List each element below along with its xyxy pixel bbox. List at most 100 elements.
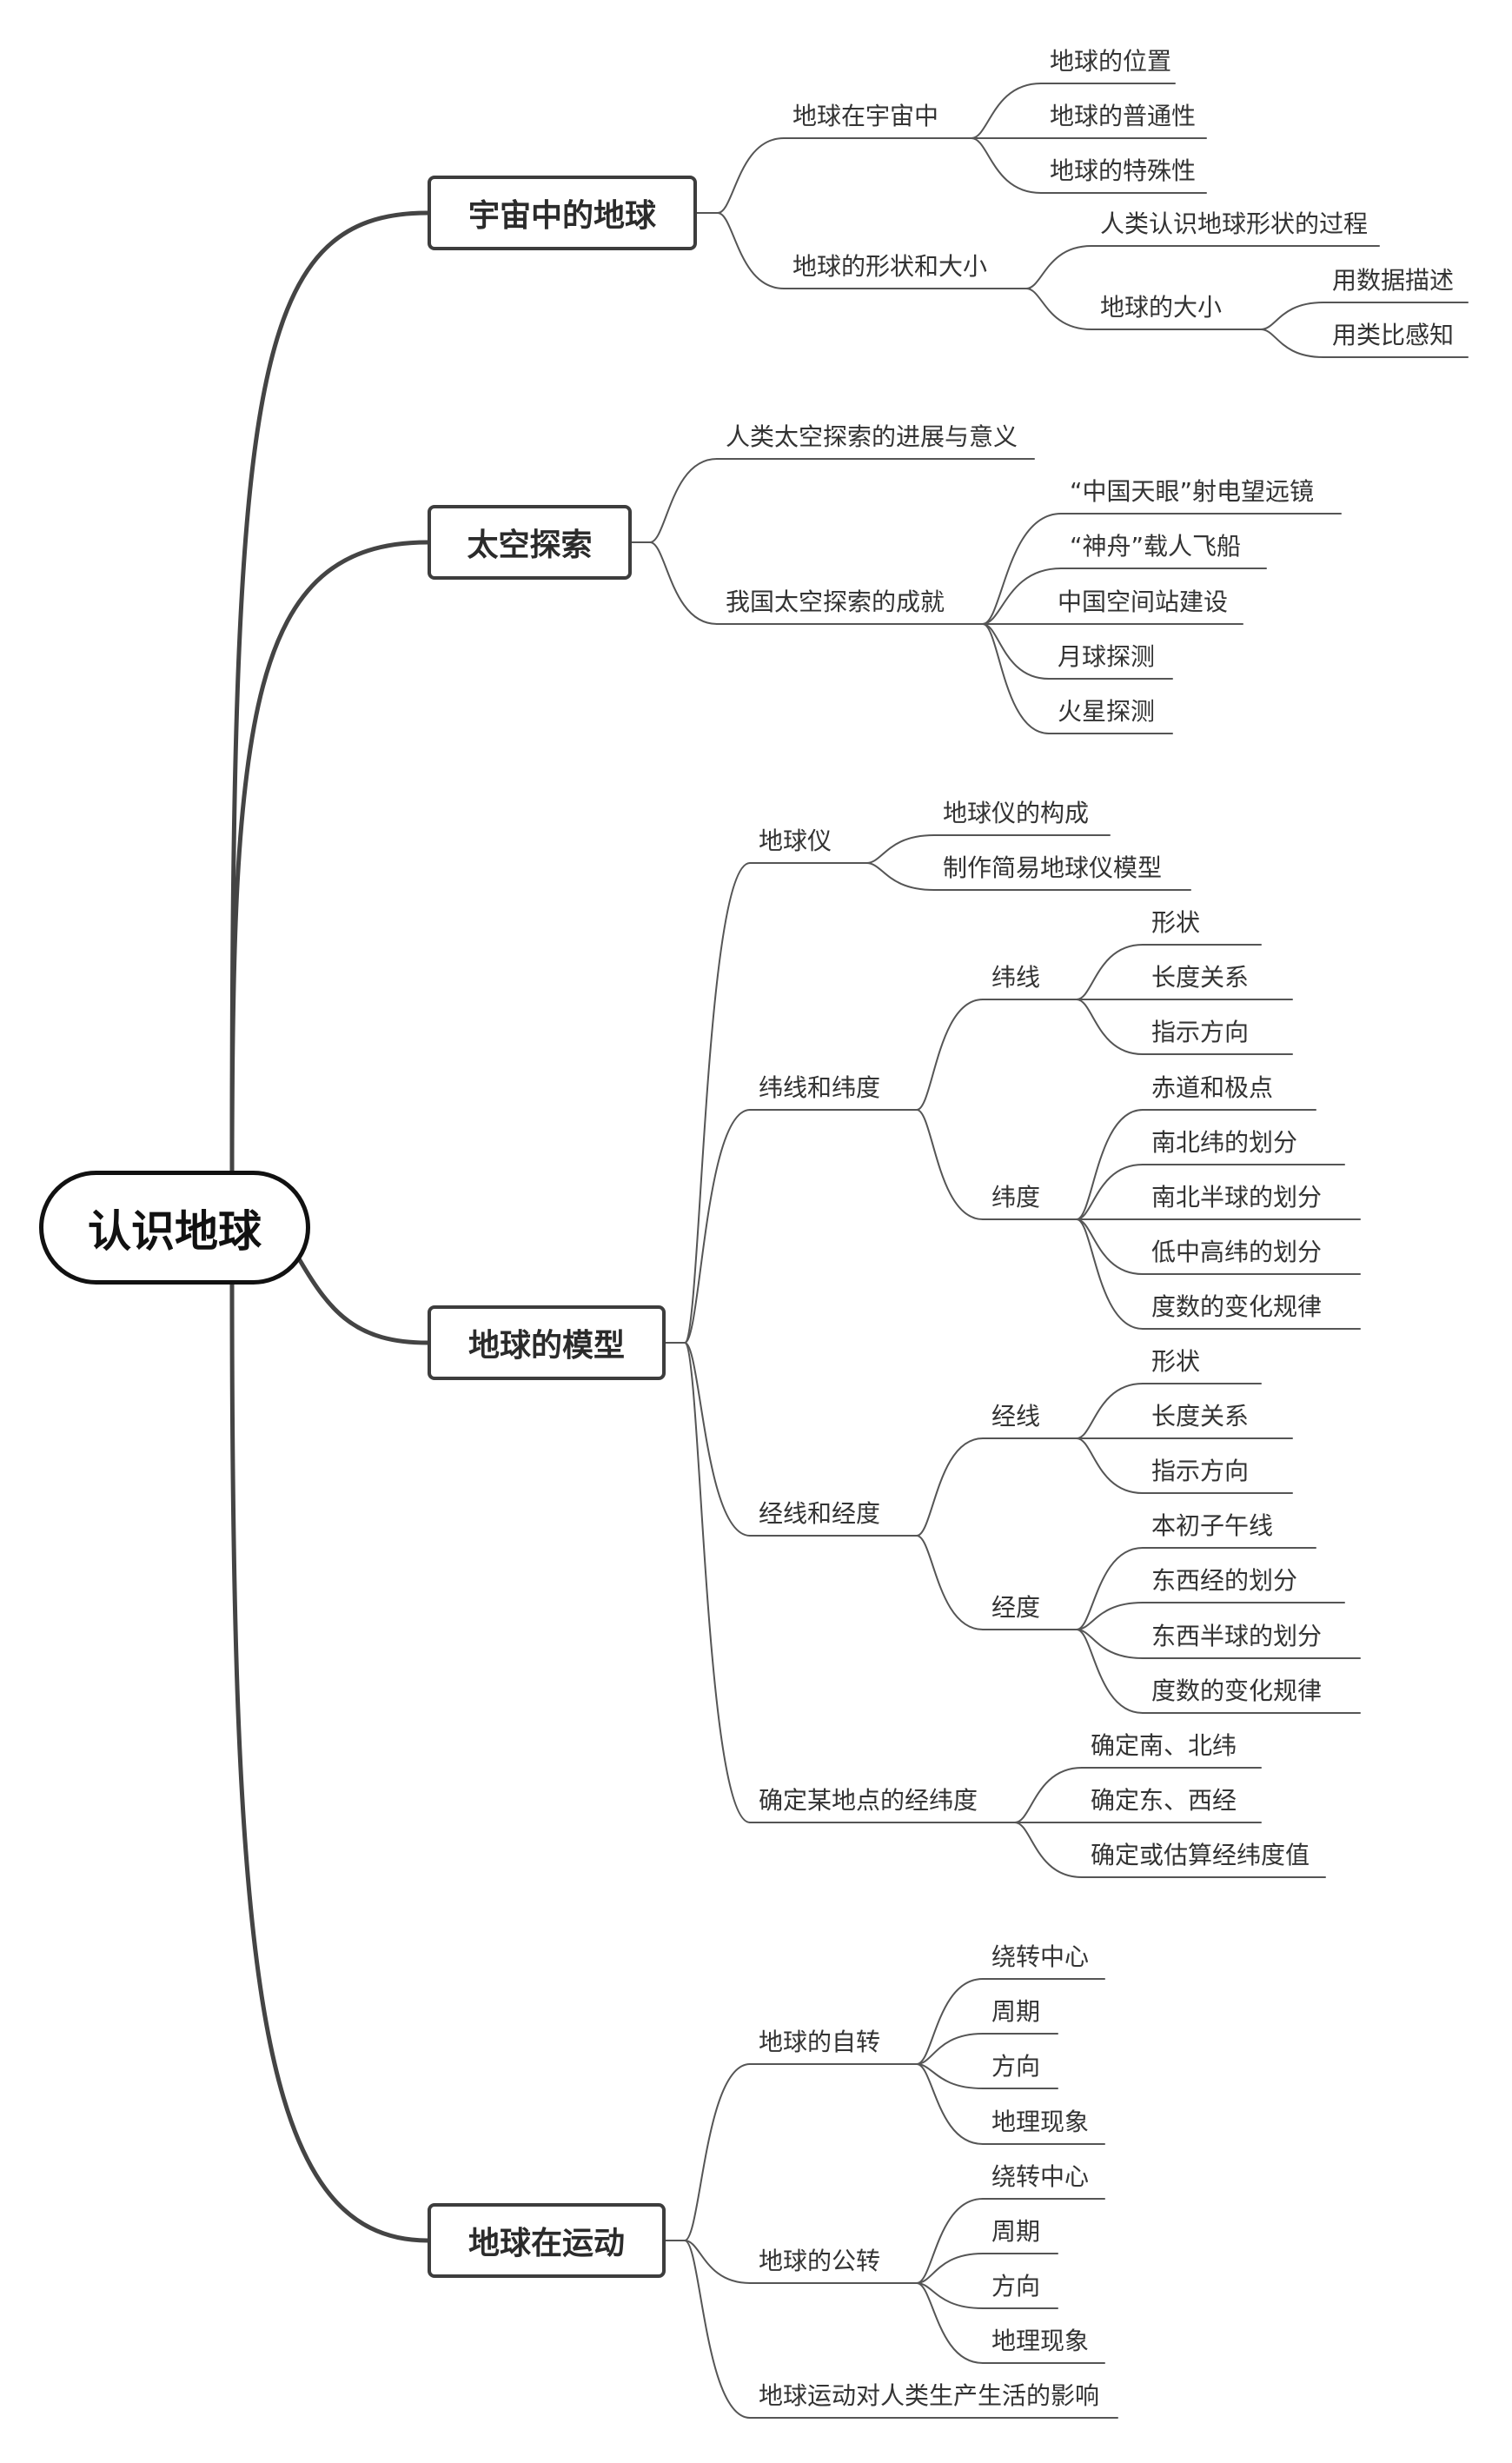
topic-universe-earth[interactable]: 宇宙中的地球 [428, 176, 697, 250]
branch-curve [1260, 302, 1324, 330]
node-level-4[interactable]: 南北半球的划分 [1151, 1183, 1323, 1212]
branch-curve [1076, 999, 1144, 1055]
node-level-2[interactable]: 地球运动对人类生产生活的影响 [759, 2381, 1100, 2410]
node-level-2[interactable]: 经线和经度 [759, 1499, 881, 1528]
branch-curve [1076, 1218, 1144, 1275]
node-level-3[interactable]: 确定东、西经 [1091, 1786, 1237, 1815]
node-level-3[interactable]: 绕转中心 [991, 1942, 1090, 1971]
node-level-3[interactable]: 地球仪的构成 [943, 799, 1090, 827]
node-level-2[interactable]: 人类太空探索的进展与意义 [726, 422, 1018, 451]
branch-curve [1025, 288, 1092, 330]
branch-curve [916, 2063, 984, 2145]
node-level-2[interactable]: 地球的自转 [759, 2028, 881, 2056]
branch-curve [684, 2240, 751, 2284]
branch-curve [982, 623, 1050, 734]
node-level-3[interactable]: 月球探测 [1058, 642, 1156, 671]
node-level-2[interactable]: 确定某地点的经纬度 [759, 1786, 978, 1815]
branch-curve [971, 83, 1042, 139]
branch-curve [916, 1109, 984, 1220]
node-level-4[interactable]: 形状 [1151, 1347, 1201, 1376]
topic-space-exploration[interactable]: 太空探索 [428, 505, 632, 580]
branch-curve [1076, 944, 1144, 1000]
node-level-3[interactable]: 地球的大小 [1100, 293, 1223, 322]
node-level-4[interactable]: 本初子午线 [1151, 1511, 1274, 1540]
branch-curve [684, 1342, 751, 1823]
branch-curve [916, 2282, 984, 2309]
node-level-3[interactable]: 人类认识地球形状的过程 [1100, 209, 1369, 238]
node-level-4[interactable]: 低中高纬的划分 [1151, 1238, 1323, 1266]
node-level-3[interactable]: 地球的特殊性 [1050, 156, 1197, 185]
node-level-4[interactable]: 度数的变化规律 [1151, 1292, 1323, 1321]
branch-curve [1076, 1547, 1144, 1630]
node-level-4[interactable]: 用类比感知 [1332, 321, 1455, 349]
node-level-3[interactable]: 纬线 [991, 963, 1041, 992]
branch-curve [1076, 1629, 1144, 1659]
node-level-3[interactable]: 火星探测 [1058, 697, 1156, 726]
node-level-4[interactable]: 东西半球的划分 [1151, 1622, 1323, 1650]
branch-curve [916, 2253, 984, 2284]
root-node[interactable]: 认识地球 [39, 1171, 310, 1285]
node-level-3[interactable]: 中国空间站建设 [1058, 588, 1229, 616]
topic-earth-model[interactable]: 地球的模型 [428, 1305, 666, 1380]
root-connector [229, 210, 430, 1173]
branch-curve [865, 862, 935, 891]
node-level-2[interactable]: 地球仪 [759, 827, 832, 855]
branch-curve [1076, 1218, 1144, 1330]
node-level-2[interactable]: 我国太空探索的成就 [726, 588, 945, 616]
node-level-3[interactable]: 确定南、北纬 [1091, 1731, 1237, 1760]
node-level-3[interactable]: 周期 [991, 2217, 1041, 2246]
node-level-2[interactable]: 地球在宇宙中 [792, 102, 939, 130]
branch-curve [717, 137, 785, 214]
branch-curve [1076, 1109, 1144, 1220]
node-level-4[interactable]: 度数的变化规律 [1151, 1676, 1323, 1705]
node-level-2[interactable]: 地球的形状和大小 [792, 252, 988, 281]
node-level-3[interactable]: 经线 [991, 1402, 1041, 1431]
branch-curve [982, 623, 1050, 680]
node-level-3[interactable]: 地球的普通性 [1050, 102, 1197, 130]
branch-curve [865, 834, 935, 864]
node-level-4[interactable]: 东西经的划分 [1151, 1566, 1298, 1595]
branch-curve [916, 2033, 984, 2065]
node-level-4[interactable]: 指示方向 [1151, 1457, 1250, 1485]
node-level-3[interactable]: 方向 [991, 2272, 1041, 2300]
node-level-2[interactable]: 纬线和纬度 [759, 1073, 881, 1102]
branch-curve [916, 1978, 984, 2065]
topic-earth-motion[interactable]: 地球在运动 [428, 2203, 666, 2278]
branch-curve [1076, 1602, 1144, 1630]
node-level-3[interactable]: 周期 [991, 1997, 1041, 2026]
branch-curve [649, 541, 718, 625]
branch-curve [1076, 1629, 1144, 1714]
branch-curve [684, 1342, 751, 1537]
branch-curve [684, 862, 751, 1344]
node-level-3[interactable]: 制作简易地球仪模型 [943, 853, 1163, 882]
node-level-3[interactable]: 经度 [991, 1593, 1041, 1622]
branch-curve [916, 1535, 984, 1630]
branch-curve [649, 458, 718, 543]
node-level-4[interactable]: 指示方向 [1151, 1018, 1250, 1046]
node-level-4[interactable]: 用数据描述 [1332, 266, 1455, 295]
node-level-4[interactable]: 长度关系 [1151, 1402, 1250, 1431]
node-level-3[interactable]: 确定或估算经纬度值 [1091, 1841, 1310, 1869]
node-level-2[interactable]: 地球的公转 [759, 2247, 881, 2275]
branch-curve [916, 2063, 984, 2089]
node-level-3[interactable]: 方向 [991, 2052, 1041, 2081]
node-level-3[interactable]: 地理现象 [991, 2108, 1090, 2136]
node-level-3[interactable]: “神舟”载人飞船 [1070, 532, 1242, 561]
branch-curve [916, 1437, 984, 1537]
branch-curve [916, 999, 984, 1111]
node-level-4[interactable]: 南北纬的划分 [1151, 1128, 1298, 1157]
node-level-3[interactable]: 纬度 [991, 1183, 1041, 1212]
branch-curve [684, 2063, 751, 2241]
branch-curve [982, 513, 1062, 625]
node-level-4[interactable]: 长度关系 [1151, 963, 1250, 992]
node-level-3[interactable]: 绕转中心 [991, 2162, 1090, 2191]
node-level-4[interactable]: 赤道和极点 [1151, 1073, 1274, 1102]
branch-curve [916, 2282, 984, 2364]
node-level-4[interactable]: 形状 [1151, 908, 1201, 937]
node-level-3[interactable]: 地理现象 [991, 2327, 1090, 2355]
node-level-3[interactable]: 地球的位置 [1050, 47, 1172, 76]
root-connector [297, 1258, 430, 1345]
node-level-3[interactable]: “中国天眼”射电望远镜 [1070, 477, 1315, 506]
branch-curve [1076, 1383, 1144, 1439]
